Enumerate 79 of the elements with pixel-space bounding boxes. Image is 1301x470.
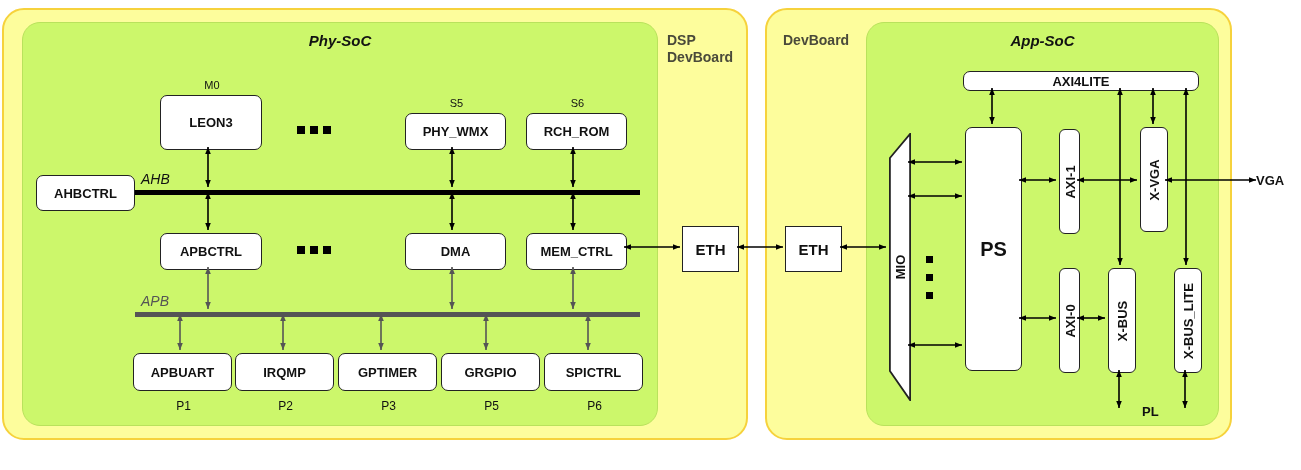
block-box [965, 127, 1022, 371]
arrow [570, 146, 576, 188]
block-label: AXI-1 [1062, 164, 1077, 199]
block-label: AXI-0 [1062, 303, 1077, 338]
arrow [736, 244, 784, 250]
block-label: AHBCTRL [54, 185, 117, 201]
block-label: RCH_ROM [543, 124, 610, 139]
arrow [1116, 369, 1122, 409]
block-label: DMA [440, 244, 471, 259]
arrow [1018, 177, 1057, 183]
soc-region [866, 22, 1219, 426]
arrow [989, 87, 995, 125]
arrow [1164, 177, 1257, 183]
port-tag: M0 [161, 79, 263, 91]
block-label: SPICTRL [565, 364, 622, 380]
port-text: VGA [1256, 172, 1285, 188]
block-box [526, 233, 627, 270]
port-tag: P5 [442, 399, 541, 413]
bus-label: AHB [141, 171, 170, 187]
board-panel [2, 8, 748, 440]
arrow [907, 193, 963, 199]
ethernet-box [785, 226, 842, 272]
block-label: IRQMP [263, 364, 306, 380]
arrow [1076, 315, 1106, 321]
block-label: X-BUS [1114, 300, 1130, 341]
block-box [963, 71, 1199, 91]
port-tag: S6 [527, 97, 628, 109]
block-label: APBCTRL [179, 244, 243, 259]
arrow [907, 159, 963, 165]
block-label: LEON3 [189, 115, 233, 130]
block-label: X-VGA [1146, 158, 1162, 201]
block-label: APBUART [150, 364, 215, 380]
arrow [449, 146, 455, 188]
port-tag: P2 [236, 399, 335, 413]
block-label: ETH [695, 240, 726, 258]
block-box [1059, 268, 1080, 373]
port-tag: P3 [339, 399, 438, 413]
port-tag: S5 [406, 97, 507, 109]
block-box [405, 233, 506, 270]
block-label: GPTIMER [357, 364, 418, 380]
bus-label: APB [141, 293, 169, 309]
block-box [1108, 268, 1136, 373]
soc-region [22, 22, 658, 426]
arrow [1117, 87, 1123, 266]
soc-title: Phy-SoC [307, 32, 373, 49]
port-tag: P1 [134, 399, 233, 413]
arrow [1183, 87, 1189, 266]
block-box [1174, 268, 1202, 373]
soc-title: App-SoC [1009, 32, 1076, 49]
arrow [205, 146, 211, 188]
block-label: X-BUS_LITE [1180, 282, 1196, 359]
arrow [839, 244, 887, 250]
mux-trapezoid [889, 133, 911, 401]
arrow [1182, 369, 1188, 409]
block-box [1059, 129, 1080, 234]
block-label: AXI4LITE [1052, 73, 1110, 89]
region-label: PL [1142, 404, 1159, 419]
ethernet-box [682, 226, 739, 272]
arrow [1076, 177, 1138, 183]
block-box [160, 233, 262, 270]
block-box [1140, 127, 1168, 232]
block-label: PHY_WMX [422, 124, 489, 139]
arrow [205, 266, 211, 310]
arrow [1018, 315, 1057, 321]
arrow [907, 342, 963, 348]
arrow [570, 266, 576, 310]
block-box [36, 175, 135, 211]
block-label: GRGPIO [464, 364, 517, 380]
block-label: ETH [798, 240, 829, 258]
board-title: DSP DevBoard [667, 32, 735, 66]
board-title: DevBoard [783, 32, 851, 49]
block-label: MEM_CTRL [540, 244, 613, 259]
arrow [623, 244, 681, 250]
board-panel [765, 8, 1232, 440]
arrow [1150, 87, 1156, 125]
block-label: MIO [892, 254, 908, 280]
block-label: PS [980, 237, 1007, 261]
port-tag: P6 [545, 399, 644, 413]
arrow [449, 266, 455, 310]
